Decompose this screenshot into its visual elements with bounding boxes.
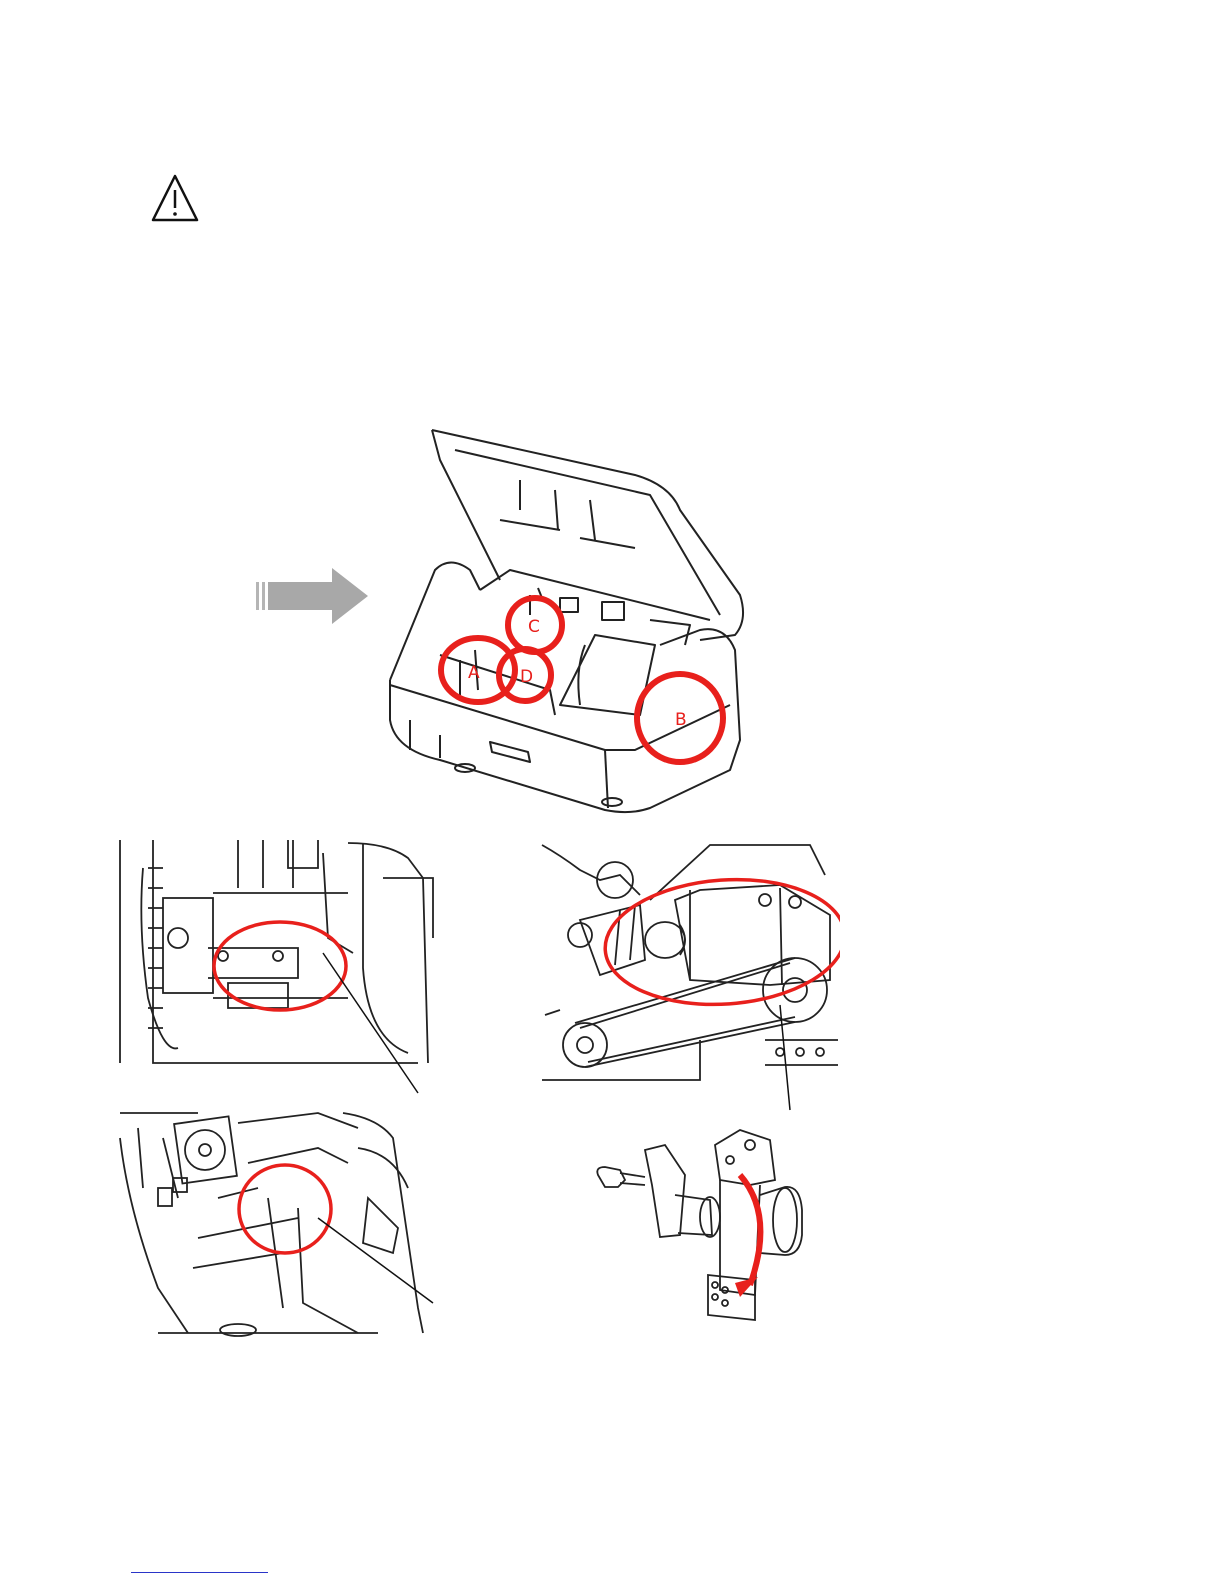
callout-label-b: B	[675, 710, 687, 730]
callout-label-c: C	[528, 617, 540, 637]
callout-label-a: A	[468, 663, 480, 683]
warning-triangle-icon	[150, 172, 200, 224]
right-arrow-icon	[256, 568, 368, 624]
detail-drawing-belt-pulley	[540, 840, 840, 1112]
detail-drawing-fan-board	[118, 1108, 438, 1338]
detail-drawing-motor-rotation	[590, 1125, 820, 1340]
callout-label-d: D	[520, 667, 533, 687]
detail-drawing-roller-assembly	[118, 838, 438, 1100]
footer-link-underline[interactable]	[131, 1572, 268, 1573]
printer-open-cover-drawing: C A D B	[380, 420, 750, 820]
